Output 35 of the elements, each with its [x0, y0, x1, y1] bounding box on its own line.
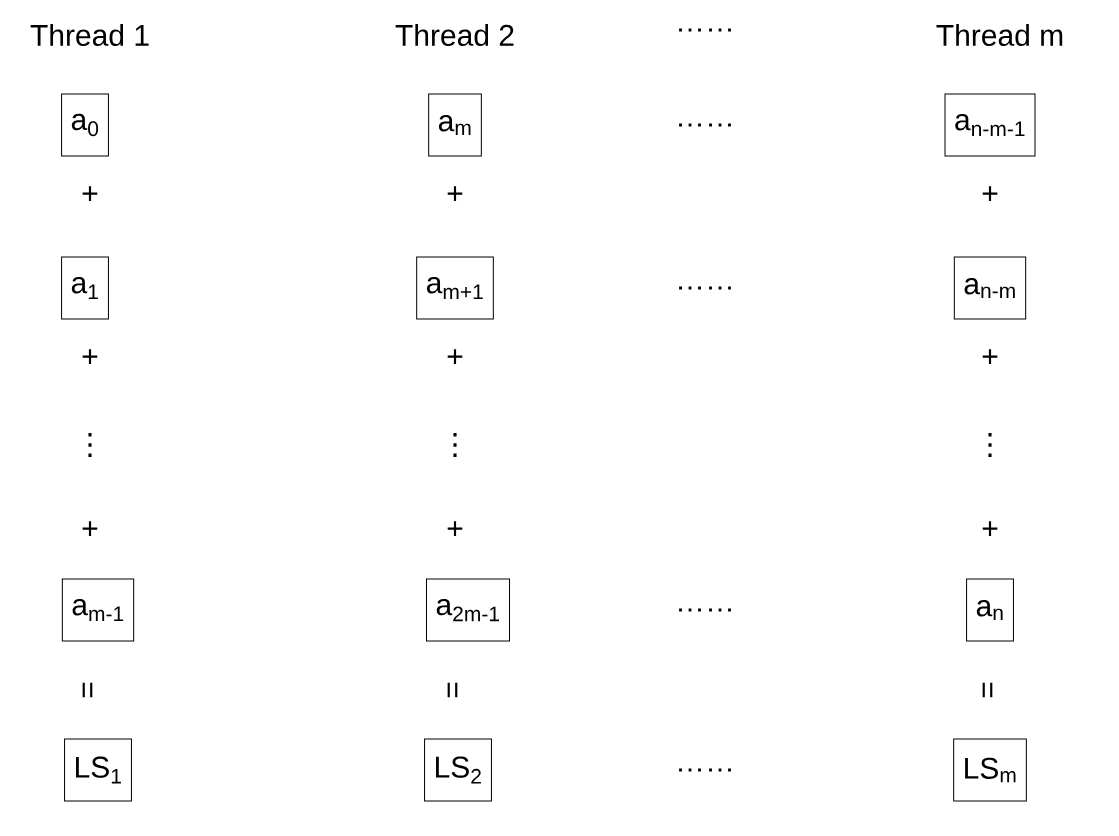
plus-sign: + — [982, 186, 998, 202]
thread-heading: Thread 1 — [30, 24, 149, 46]
term-box: a$_{2m-1}$ — [426, 578, 510, 642]
ellipsis: …… — [679, 768, 731, 772]
term-box: LS$_{1}$ — [64, 738, 132, 802]
vertical-ellipsis: ⋮ — [88, 432, 92, 458]
plus-sign: + — [447, 521, 463, 537]
plus-sign: + — [447, 349, 463, 365]
term-box: LS$_{2}$ — [424, 738, 492, 802]
term-box: LS$_{m}$ — [953, 738, 1027, 802]
ellipsis: …… — [679, 123, 731, 127]
equals-sign: = — [82, 682, 93, 698]
vertical-ellipsis: ⋮ — [453, 432, 457, 458]
vertical-ellipsis: ⋮ — [988, 432, 992, 458]
term-box: a$_{1}$ — [61, 256, 109, 320]
plus-sign: + — [82, 186, 98, 202]
term-box: a$_{n}$ — [966, 578, 1014, 642]
thread-heading: Thread m — [936, 24, 1063, 46]
term-box: a$_{m-1}$ — [61, 578, 135, 642]
ellipsis: …… — [679, 608, 731, 612]
term-box: a$_{n-m}$ — [953, 256, 1027, 320]
ellipsis: …… — [679, 286, 731, 290]
plus-sign: + — [82, 349, 98, 365]
term-box: a$_{m}$ — [428, 93, 482, 157]
plus-sign: + — [982, 521, 998, 537]
equals-sign: = — [982, 682, 993, 698]
term-box: a$_{0}$ — [61, 93, 109, 157]
thread-heading: Thread 2 — [395, 24, 514, 46]
plus-sign: + — [82, 521, 98, 537]
term-box: a$_{m+1}$ — [416, 256, 494, 320]
equals-sign: = — [447, 682, 458, 698]
plus-sign: + — [982, 349, 998, 365]
plus-sign: + — [447, 186, 463, 202]
ellipsis: …… — [679, 28, 731, 32]
term-box: a$_{n-m-1}$ — [944, 93, 1036, 157]
